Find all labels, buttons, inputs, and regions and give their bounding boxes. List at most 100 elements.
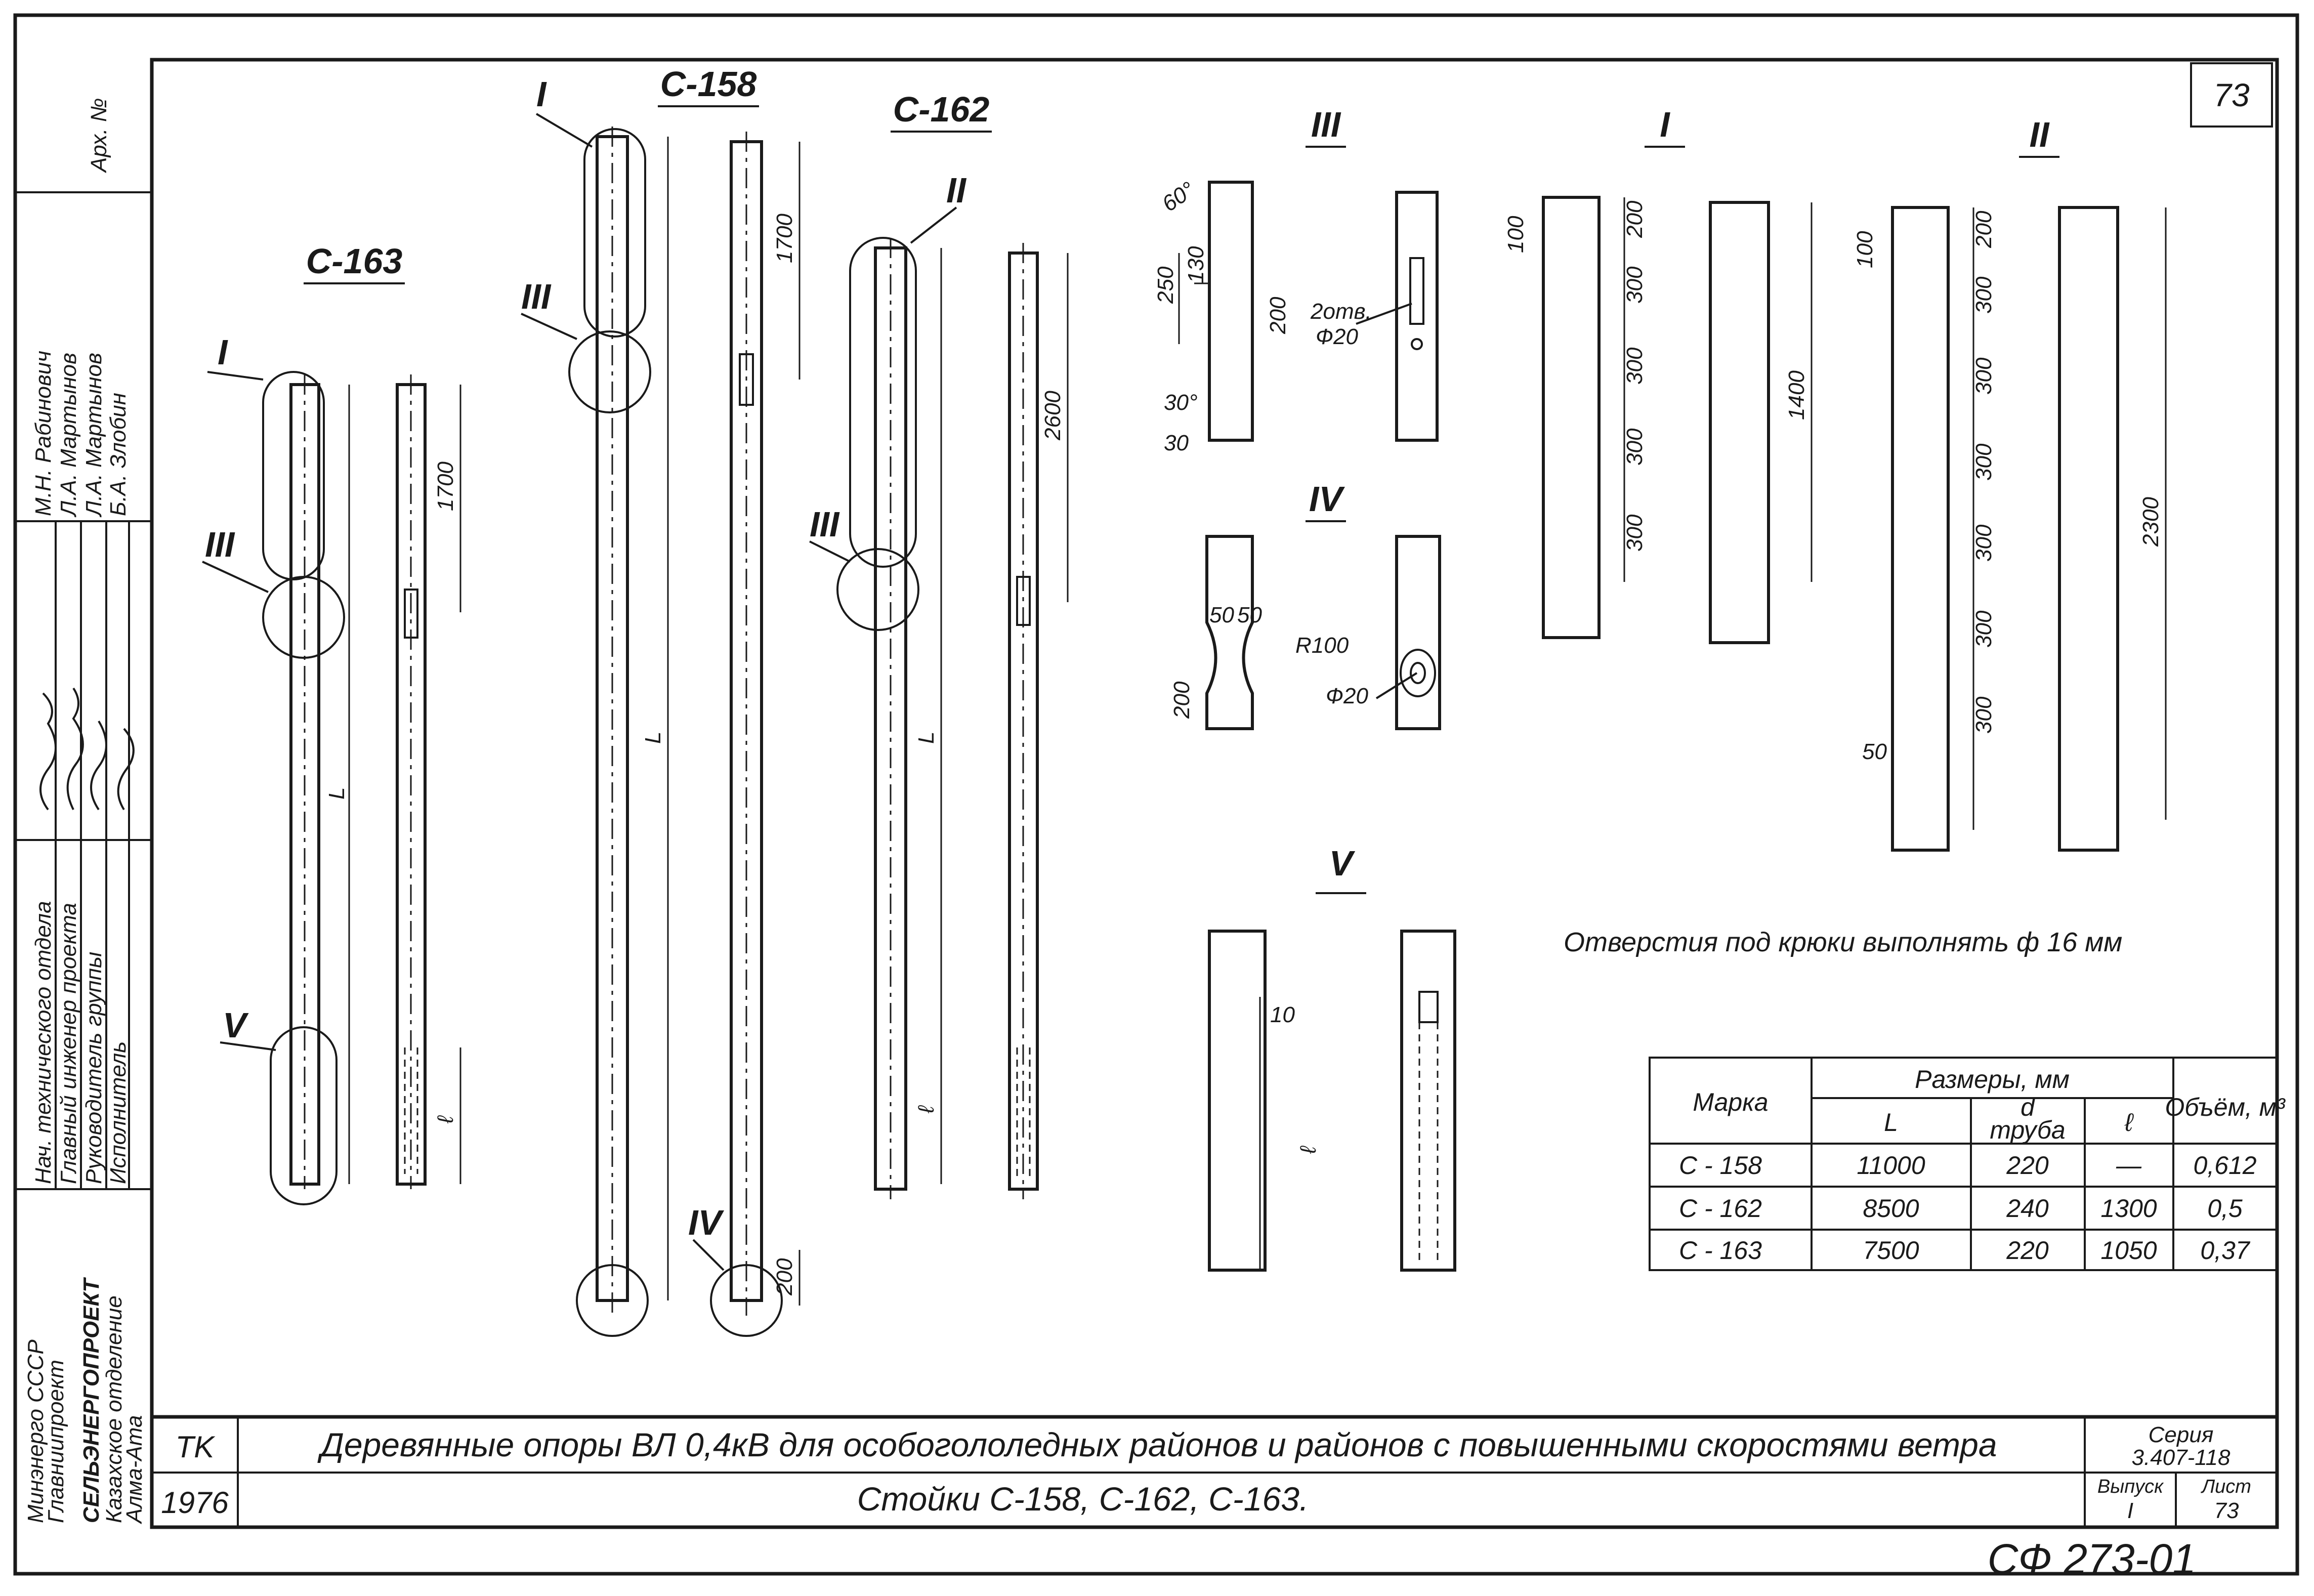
page-number: 73 bbox=[2213, 77, 2250, 113]
row2-L: 8500 bbox=[1863, 1194, 1919, 1223]
th-d: d bbox=[2021, 1093, 2036, 1121]
II-s4: 300 bbox=[1971, 443, 1996, 481]
detail-IV: IV 50 50 R100 200 Ф20 bbox=[1169, 479, 1441, 730]
sheet-label: Лист bbox=[2200, 1476, 2251, 1497]
c158-detail-III-callout bbox=[568, 330, 651, 413]
II-s7: 300 bbox=[1971, 696, 1996, 734]
row2-mark: С - 162 bbox=[1679, 1194, 1762, 1223]
V-10: 10 bbox=[1270, 1002, 1295, 1027]
th-volume: Объём, м³ bbox=[2165, 1093, 2286, 1121]
row1-v: 0,612 bbox=[2193, 1151, 2256, 1180]
title-block: TK 1976 Деревянные опоры ВЛ 0,4кВ для ос… bbox=[152, 1415, 2277, 1527]
III-130: 130 bbox=[1184, 246, 1208, 283]
callout-V: V bbox=[223, 1005, 249, 1045]
org-1: Минэнерго СССР bbox=[23, 1339, 48, 1523]
IV-hole-d: Ф20 bbox=[1326, 684, 1368, 708]
name-1: М.Н. Рабинович bbox=[31, 351, 56, 516]
V-l: ℓ bbox=[1296, 1146, 1321, 1154]
II-s2: 300 bbox=[1971, 276, 1996, 314]
II-50: 50 bbox=[1862, 739, 1887, 764]
dimensions-table: Марка Размеры, мм L d труба ℓ Объём, м³ … bbox=[1649, 1057, 2286, 1271]
series-number: 3.407-118 bbox=[2132, 1445, 2231, 1470]
c163-L: L bbox=[324, 787, 349, 800]
I-100: 100 bbox=[1503, 216, 1528, 253]
c158-callout-I: I bbox=[536, 74, 547, 114]
signature-1 bbox=[39, 692, 57, 811]
III-250: 250 bbox=[1153, 266, 1178, 304]
pole-c158: С-158 I III L 1700 IV 200 bbox=[521, 64, 801, 1337]
c162-callout-III: III bbox=[810, 505, 840, 544]
doc-year: 1976 bbox=[161, 1486, 229, 1520]
role-2: Главный инженер проекта bbox=[56, 903, 81, 1184]
doc-code: TK bbox=[176, 1430, 216, 1464]
row1-l: — bbox=[2116, 1151, 2142, 1180]
pole-c162-label: С-162 bbox=[893, 90, 990, 129]
issue-label: Выпуск bbox=[2097, 1476, 2164, 1497]
issue-value: I bbox=[2127, 1498, 2133, 1523]
sheet-inner-frame bbox=[150, 58, 2279, 1529]
row3-v: 0,37 bbox=[2200, 1236, 2251, 1265]
row3-mark: С - 163 bbox=[1679, 1236, 1762, 1265]
archive-code: СФ 273-01 bbox=[1988, 1535, 2196, 1583]
role-4: Исполнитель bbox=[106, 1041, 131, 1184]
c163-dim-top: 1700 bbox=[433, 461, 458, 511]
page-number-box bbox=[2190, 62, 2273, 128]
callout-I: I bbox=[218, 332, 228, 372]
II-s6: 300 bbox=[1971, 610, 1996, 648]
I-s4: 300 bbox=[1622, 428, 1647, 466]
row1-mark: С - 158 bbox=[1679, 1151, 1762, 1180]
detail-III: III 250 130 200 60° 30° 30 2отв. Ф20 bbox=[1153, 105, 1439, 455]
III-200: 200 bbox=[1266, 297, 1290, 334]
org-4: Казахское отделение bbox=[102, 1295, 127, 1523]
II-s1: 200 bbox=[1971, 211, 1996, 248]
III-hole-d: Ф20 bbox=[1316, 324, 1358, 349]
callout-III: III bbox=[205, 525, 235, 564]
th-sizes: Размеры, мм bbox=[1915, 1065, 2070, 1094]
doc-title: Деревянные опоры ВЛ 0,4кВ для особоголол… bbox=[317, 1426, 1997, 1463]
holes-note: Отверстия под крюки выполнять ф 16 мм bbox=[1564, 927, 2122, 957]
detail-III-callout bbox=[262, 576, 345, 659]
I-s5: 300 bbox=[1622, 514, 1647, 552]
I-s3: 300 bbox=[1622, 347, 1647, 385]
row3-l: 1050 bbox=[2100, 1236, 2157, 1265]
row2-d: 240 bbox=[2006, 1194, 2049, 1223]
c158-L: L bbox=[641, 732, 665, 744]
II-100: 100 bbox=[1853, 231, 1877, 268]
sheet-outer-frame bbox=[13, 13, 2299, 1576]
row3-d: 220 bbox=[2006, 1236, 2049, 1265]
c158-bottom-callout bbox=[576, 1264, 649, 1337]
left-stamp: Арх. № Нач. технического отдела Главный … bbox=[15, 98, 152, 1525]
detail-I-title: I bbox=[1660, 105, 1670, 144]
detail-IV-title: IV bbox=[1309, 479, 1345, 519]
doc-subtitle: Стойки С-158, С-162, С-163. bbox=[857, 1480, 1309, 1518]
detail-V: V 10 ℓ bbox=[1208, 844, 1456, 1272]
role-3: Руководитель группы bbox=[81, 952, 106, 1184]
row3-L: 7500 bbox=[1863, 1236, 1919, 1265]
III-holes: 2отв. bbox=[1310, 299, 1372, 324]
detail-II-title: II bbox=[2030, 115, 2050, 154]
archive-label: Арх. № bbox=[87, 98, 111, 174]
row1-L: 11000 bbox=[1857, 1151, 1925, 1180]
pole-c163-label: С-163 bbox=[306, 241, 403, 281]
III-30-angle: 30° bbox=[1164, 390, 1198, 415]
II-s3: 300 bbox=[1971, 357, 1996, 395]
c162-callout-II: II bbox=[946, 171, 966, 210]
c163-dim-l: ℓ bbox=[433, 1115, 458, 1124]
c162-detail-III-callout bbox=[836, 548, 919, 631]
th-mark: Марка bbox=[1693, 1088, 1768, 1116]
c162-dim-top: 2600 bbox=[1040, 391, 1065, 441]
name-3: Л.А. Мартынов bbox=[81, 353, 106, 518]
row1-d: 220 bbox=[2006, 1151, 2049, 1180]
detail-V-title: V bbox=[1329, 844, 1356, 883]
th-d-sub: труба bbox=[1990, 1116, 2065, 1144]
II-s5: 300 bbox=[1971, 524, 1996, 562]
th-L: L bbox=[1884, 1108, 1898, 1137]
c162-detail-II-callout bbox=[849, 237, 917, 568]
c162-L: L bbox=[914, 732, 939, 744]
signature-3 bbox=[90, 720, 107, 811]
c158-dim-bottom: 200 bbox=[772, 1258, 797, 1296]
I-s2: 300 bbox=[1622, 266, 1647, 304]
signature-2 bbox=[66, 687, 84, 810]
detail-II: II 100 200 300 300 300 300 300 300 50 23… bbox=[1853, 115, 2167, 852]
signature-4 bbox=[117, 728, 135, 811]
